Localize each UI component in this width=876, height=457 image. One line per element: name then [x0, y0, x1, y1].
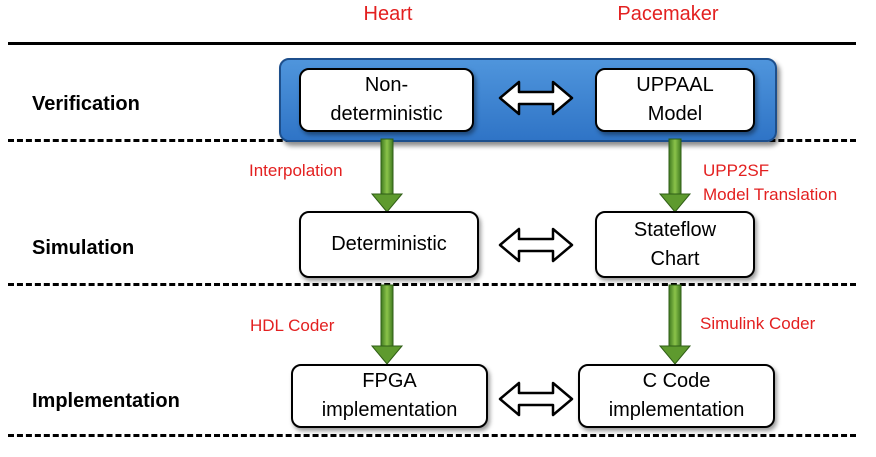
simulink-coder-label: Simulink Coder	[700, 314, 816, 333]
c-code-implementation-label: C Code implementation	[608, 370, 745, 421]
hdl-coder-label: HDL Coder	[250, 316, 335, 335]
top-solid-divider	[8, 42, 856, 45]
double-arrow-simulation	[498, 227, 574, 263]
arrow-hdl-coder	[370, 284, 404, 365]
heart-column-heading: Heart	[363, 3, 413, 25]
stateflow-chart-label: Stateflow Chart	[633, 218, 717, 270]
fpga-implementation-label: FPGA implementation	[321, 370, 458, 421]
fpga-implementation: FPGA implementation	[291, 364, 488, 428]
double-arrow-implementation	[498, 381, 574, 417]
row-label-implementation: Implementation	[32, 390, 180, 412]
deterministic-label: Deterministic	[331, 233, 447, 255]
bottom-dashed-divider	[8, 434, 856, 437]
pacemaker-column-heading: Pacemaker	[617, 3, 719, 25]
row-label-simulation: Simulation	[32, 237, 135, 259]
divider-simulation-implementation	[8, 283, 856, 286]
double-arrow-verification	[498, 80, 574, 116]
interpolation-label: Interpolation	[249, 161, 343, 180]
stateflow-chart: Stateflow Chart	[595, 211, 755, 278]
uppaal-model: UPPAAL Model	[595, 68, 755, 132]
upp2sf-label: UPP2SF Model Translation	[703, 161, 838, 204]
arrow-interpolation	[370, 138, 404, 213]
c-code-implementation: C Code implementation	[578, 364, 775, 428]
deterministic-heart-model: Deterministic	[299, 211, 479, 278]
non-deterministic-label: Non- deterministic	[330, 74, 443, 125]
non-deterministic-heart-model: Non- deterministic	[299, 68, 474, 132]
row-label-verification: Verification	[32, 93, 140, 115]
uppaal-model-label: UPPAAL Model	[636, 74, 714, 125]
arrow-simulink-coder	[658, 284, 692, 365]
arrow-upp2sf	[658, 138, 692, 213]
